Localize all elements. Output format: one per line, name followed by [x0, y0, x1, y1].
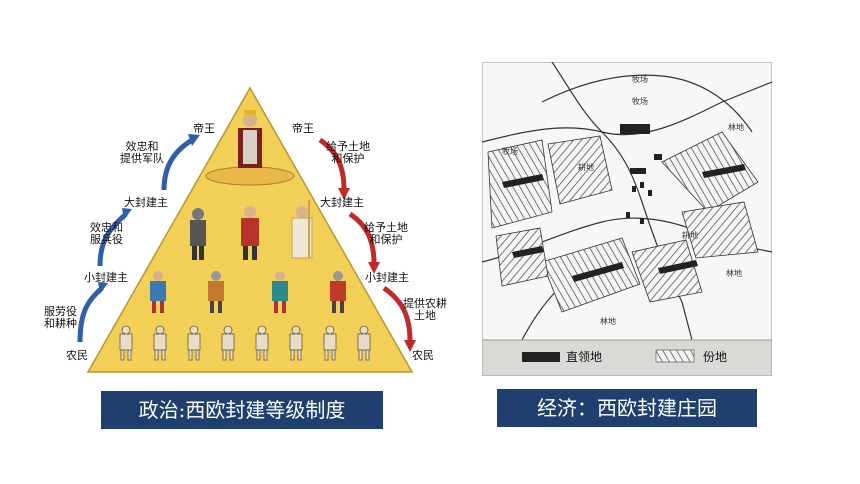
- legend-holding-swatch: [655, 349, 695, 363]
- label-left-small-lord: 小封建主: [84, 271, 128, 284]
- label-left-emperor: 帝王: [193, 122, 215, 135]
- feudal-pyramid-diagram: [40, 80, 440, 380]
- map-label-pasture-2: 牧场: [632, 96, 648, 106]
- demesne-strips: [502, 124, 746, 282]
- emperor-platform: [205, 166, 295, 186]
- great-lord-figures: [190, 200, 313, 260]
- up-arrow-peasant: [77, 286, 104, 343]
- manor-caption: 经济：西欧封建庄园: [497, 389, 757, 427]
- map-label-woodland-1: 林地: [728, 122, 744, 132]
- down-arrow-small-lord: [382, 285, 413, 343]
- pyramid-caption: 政治:西欧封建等级制度: [101, 391, 383, 429]
- manor-map-svg: 牧场 牧场 林地 林地 林地 牧场 耕地 耕地: [481, 61, 773, 377]
- label-duty-1: 效忠和 提供军队: [120, 140, 164, 165]
- label-grant-2: 给予土地 和保护: [364, 221, 408, 246]
- small-lord-figures: [150, 271, 346, 313]
- legend-holding-label: 份地: [703, 350, 728, 364]
- up-arrow-small-lord: [97, 212, 128, 267]
- label-right-peasant: 农民: [412, 349, 434, 362]
- down-arrow-emperor: [318, 137, 347, 191]
- label-grant-1: 给予土地 和保护: [326, 140, 370, 165]
- label-right-great-lord: 大封建主: [320, 196, 364, 209]
- map-label-woodland-2: 林地: [726, 268, 742, 278]
- map-label-pasture-1: 牧场: [632, 74, 648, 84]
- map-label-woodland-3: 林地: [600, 316, 616, 326]
- legend-demesne-swatch: [522, 352, 560, 362]
- label-duty-3: 服劳役 和耕种: [44, 305, 77, 330]
- up-arrow-great-lord: [161, 137, 194, 191]
- map-label-field-2: 耕地: [682, 230, 698, 240]
- map-label-pasture-3: 牧场: [502, 146, 518, 156]
- label-duty-2: 效忠和 服兵役: [90, 221, 123, 246]
- map-label-field-1: 耕地: [578, 162, 594, 172]
- label-right-small-lord: 小封建主: [365, 271, 409, 284]
- label-right-emperor: 帝王: [292, 122, 314, 135]
- down-arrows: [318, 137, 413, 343]
- manor-map: 牧场 牧场 林地 林地 林地 牧场 耕地 耕地: [481, 61, 773, 377]
- up-arrows: [77, 137, 194, 343]
- peasant-figures: [119, 325, 371, 361]
- down-arrow-great-lord: [348, 211, 377, 265]
- label-left-peasant: 农民: [66, 349, 88, 362]
- emperor-figure: [238, 110, 262, 168]
- label-grant-3: 提供农耕 土地: [403, 297, 447, 322]
- label-left-great-lord: 大封建主: [124, 196, 168, 209]
- pyramid-svg: [77, 86, 416, 373]
- legend-demesne-label: 直领地: [566, 350, 603, 364]
